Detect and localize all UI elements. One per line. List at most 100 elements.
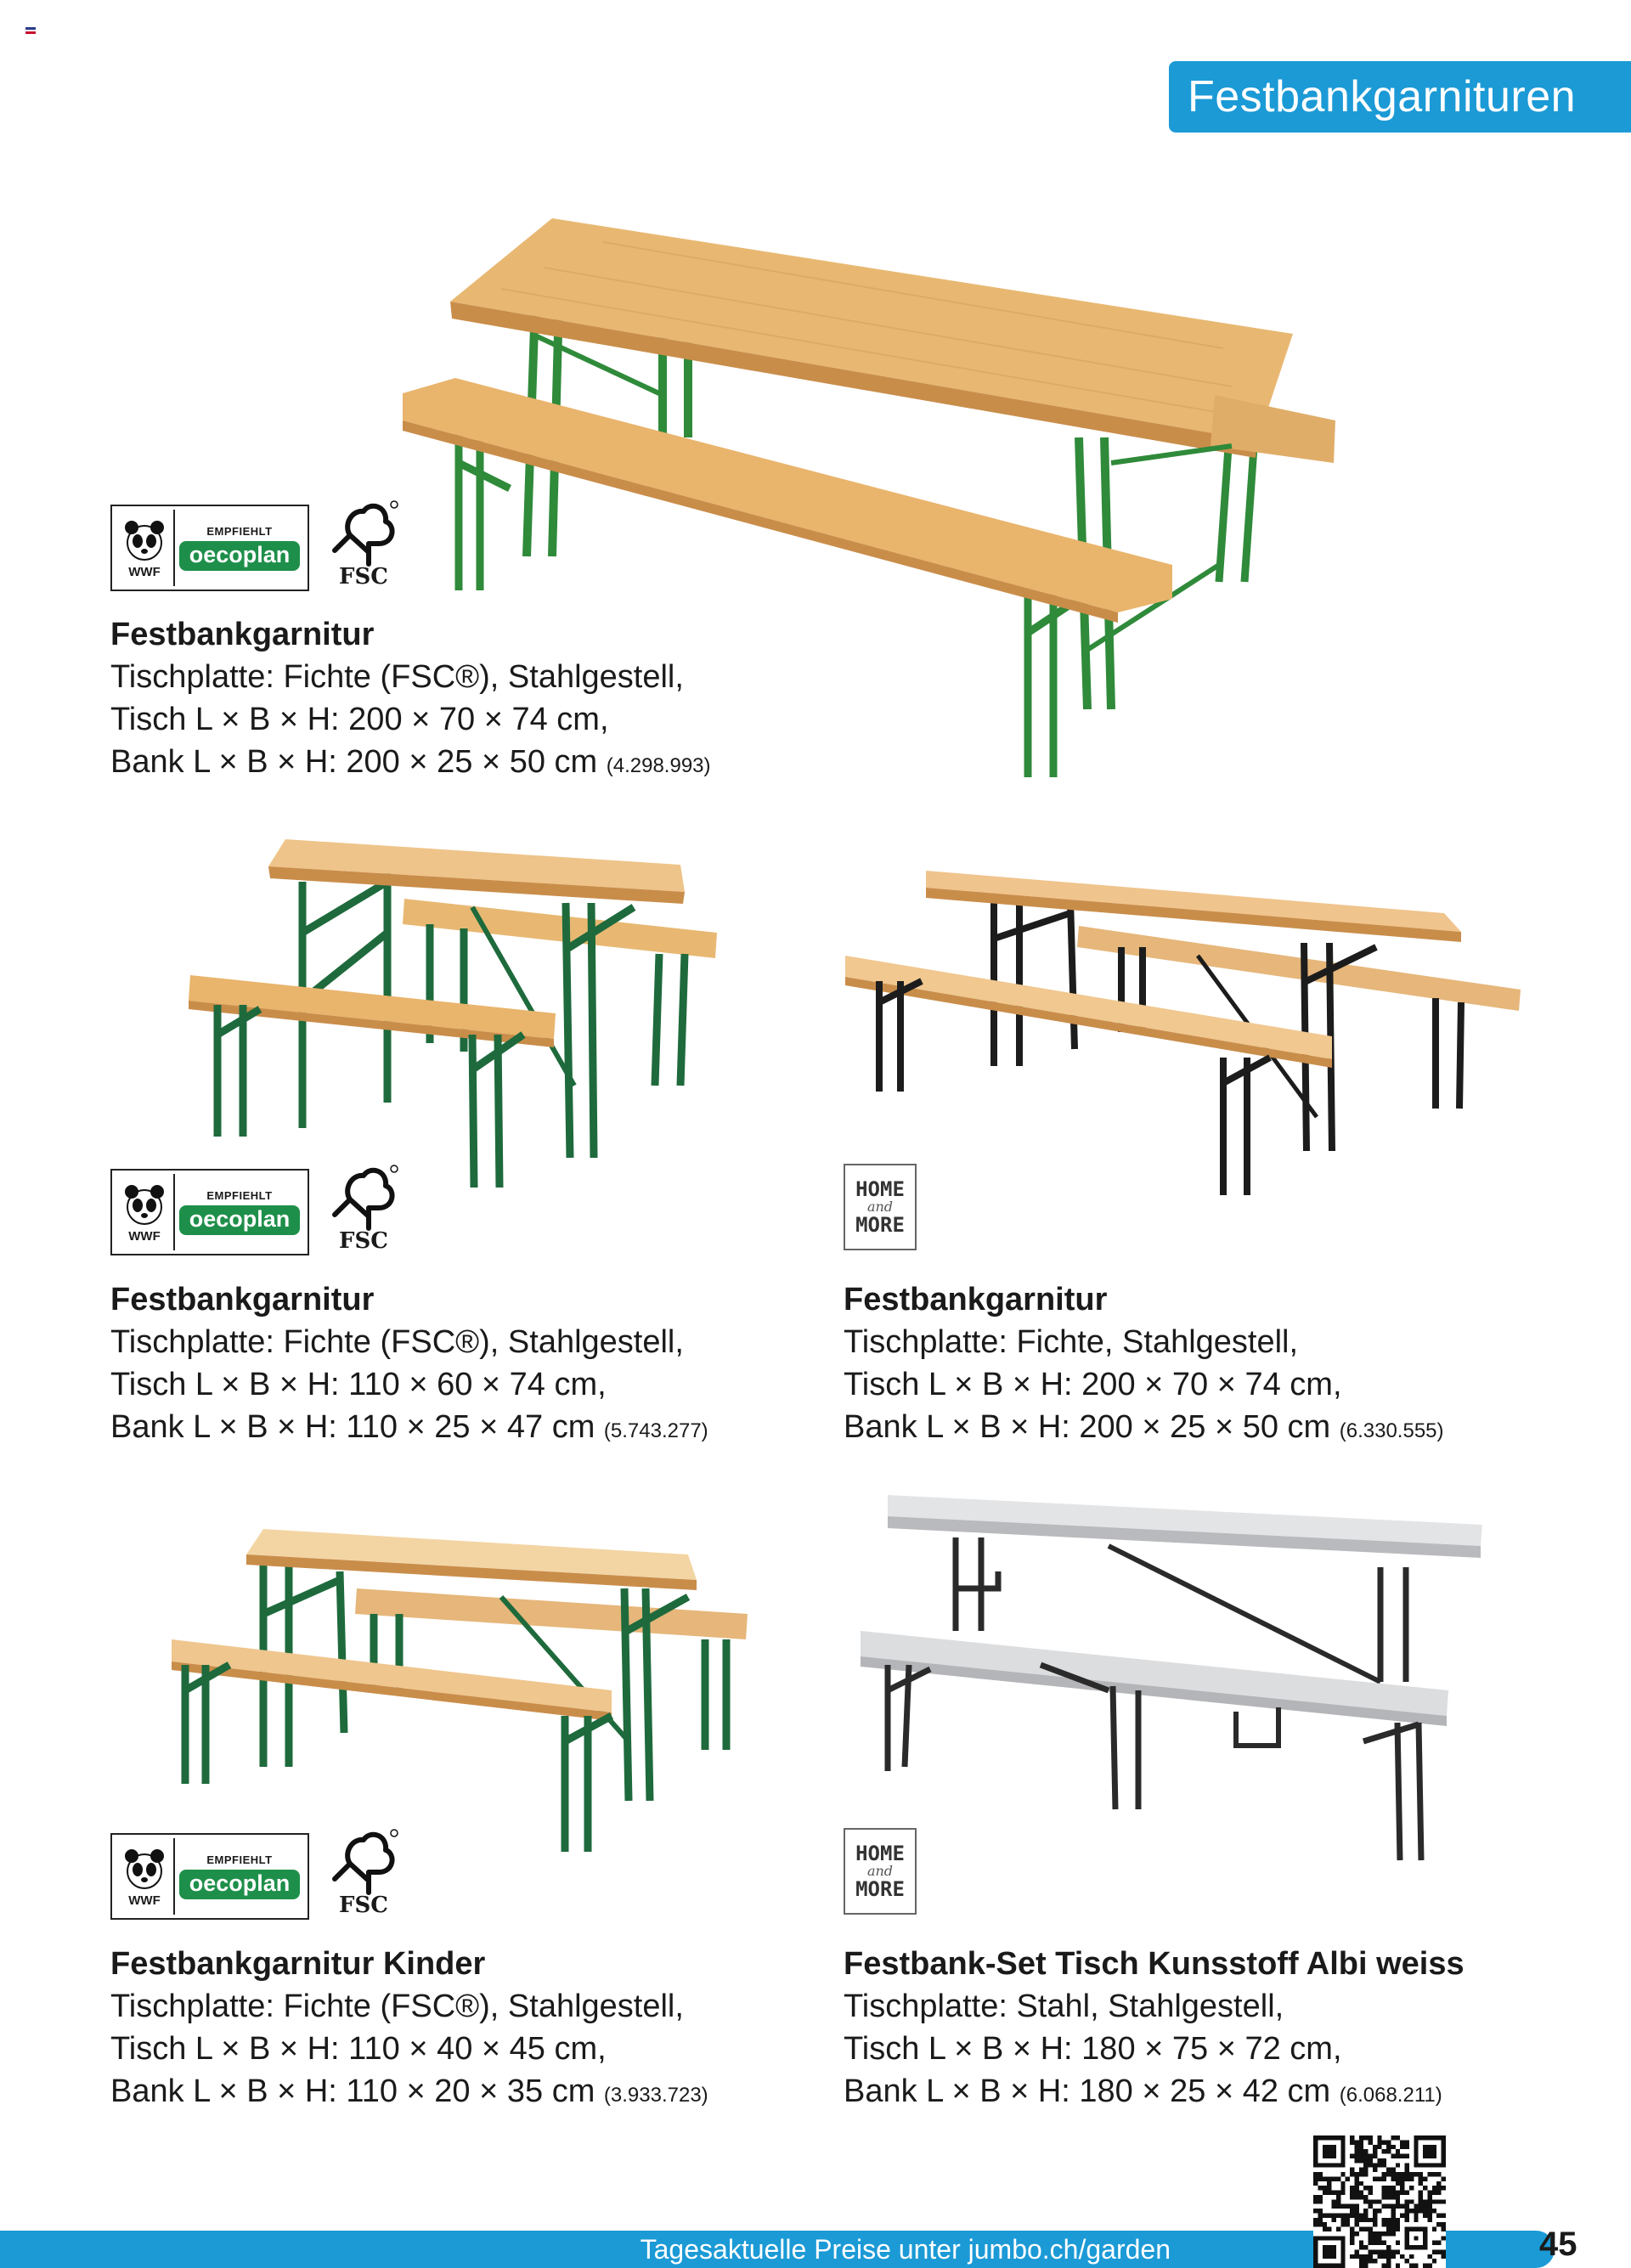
- qr-module: [1354, 2172, 1359, 2177]
- qr-module: [1386, 2226, 1391, 2231]
- qr-module: [1404, 2209, 1409, 2214]
- qr-module: [1354, 2217, 1359, 2223]
- qr-module: [1400, 2190, 1405, 2195]
- product-5-description: Festbank-Set Tisch Kunsstoff Albi weiss …: [844, 1943, 1465, 2117]
- qr-module: [1391, 2186, 1396, 2191]
- qr-module: [1427, 2199, 1432, 2204]
- qr-module: [1345, 2222, 1351, 2227]
- qr-module: [1368, 2190, 1373, 2195]
- qr-module: [1423, 2176, 1428, 2181]
- qr-module: [1423, 2209, 1428, 2214]
- qr-module: [1377, 2249, 1382, 2254]
- qr-module: [1350, 2254, 1355, 2260]
- product-1-bench-text: Bank L × B × H: 200 × 25 × 50 cm: [110, 744, 598, 780]
- qr-module: [1436, 2222, 1442, 2227]
- fsc-tree-icon: [332, 1829, 398, 1895]
- qr-module: [1340, 2217, 1346, 2223]
- qr-module: [1327, 2176, 1332, 2181]
- qr-module: [1354, 2203, 1359, 2209]
- qr-module: [1368, 2226, 1373, 2231]
- qr-module: [1318, 2176, 1323, 2181]
- qr-module: [1363, 2186, 1369, 2191]
- qr-module: [1350, 2213, 1355, 2218]
- qr-module: [1363, 2226, 1369, 2231]
- qr-module: [1431, 2190, 1437, 2195]
- qr-module: [1354, 2144, 1359, 2150]
- qr-module: [1368, 2186, 1373, 2191]
- qr-module: [1340, 2222, 1346, 2227]
- qr-module: [1441, 2176, 1446, 2181]
- fsc-label: FSC: [339, 564, 388, 590]
- qr-module: [1381, 2140, 1387, 2145]
- qr-module: [1386, 2259, 1391, 2264]
- qr-module: [1414, 2217, 1419, 2223]
- qr-module: [1368, 2140, 1373, 2145]
- qr-module: [1340, 2190, 1346, 2195]
- qr-module: [1436, 2249, 1442, 2254]
- qr-module: [1395, 2203, 1401, 2209]
- qr-module: [1327, 2186, 1332, 2191]
- qr-module: [1358, 2190, 1364, 2195]
- qr-module: [1395, 2163, 1401, 2168]
- qr-module: [1391, 2209, 1396, 2214]
- qr-module: [1358, 2140, 1364, 2145]
- qr-module: [1354, 2140, 1359, 2145]
- qr-module: [1368, 2203, 1373, 2209]
- qr-module: [1350, 2135, 1355, 2141]
- qr-module: [1431, 2199, 1437, 2204]
- qr-module: [1427, 2190, 1432, 2195]
- qr-module: [1391, 2254, 1396, 2260]
- qr-module: [1368, 2259, 1373, 2264]
- qr-module: [1381, 2176, 1387, 2181]
- qr-module: [1358, 2153, 1364, 2158]
- section-title: Festbankgarnituren: [1188, 72, 1577, 121]
- qr-module: [1400, 2203, 1405, 2209]
- fsc-logo: FSC: [325, 1828, 403, 1920]
- qr-module: [1391, 2167, 1396, 2173]
- qr-module: [1377, 2199, 1382, 2204]
- qr-module: [1313, 2209, 1318, 2214]
- qr-module: [1395, 2149, 1401, 2154]
- qr-module: [1386, 2217, 1391, 2223]
- product-2-table-dimensions: Tisch L × B × H: 110 × 60 × 74 cm,: [110, 1367, 607, 1402]
- qr-module: [1404, 2203, 1409, 2209]
- qr-module: [1381, 2240, 1387, 2246]
- qr-module: [1427, 2213, 1432, 2218]
- qr-module: [1436, 2186, 1442, 2191]
- qr-code[interactable]: [1313, 2135, 1446, 2268]
- product-4-table-dimensions: Tisch L × B × H: 110 × 40 × 45 cm,: [110, 2031, 607, 2067]
- qr-module: [1372, 2231, 1378, 2237]
- qr-module: [1395, 2217, 1401, 2223]
- wwf-label: WWF: [128, 564, 161, 579]
- qr-module: [1354, 2213, 1359, 2218]
- qr-module: [1322, 2190, 1328, 2195]
- product-4-bench-dimensions: Bank L × B × H: 110 × 20 × 35 cm (3.933.…: [110, 2070, 708, 2117]
- wwf-label: WWF: [128, 1893, 161, 1908]
- qr-module: [1368, 2231, 1373, 2237]
- qr-module: [1418, 2181, 1424, 2186]
- qr-module: [1354, 2249, 1359, 2254]
- product-1-badges: WWF EMPFIEHLT oecoplan FSC: [110, 499, 403, 591]
- qr-module: [1313, 2199, 1318, 2204]
- qr-module: [1408, 2263, 1414, 2268]
- qr-module: [1363, 2135, 1369, 2141]
- qr-module: [1368, 2135, 1373, 2141]
- qr-module: [1427, 2263, 1432, 2268]
- qr-module: [1391, 2176, 1396, 2181]
- qr-module: [1350, 2186, 1355, 2191]
- footer-price-link[interactable]: Tagesaktuelle Preise unter jumbo.ch/gard…: [640, 2234, 1171, 2265]
- qr-module: [1335, 2226, 1341, 2231]
- qr-module: [1381, 2186, 1387, 2191]
- qr-module: [1408, 2254, 1414, 2260]
- oecoplan-label: oecoplan: [178, 1205, 301, 1235]
- qr-module: [1381, 2203, 1387, 2209]
- qr-module: [1363, 2153, 1369, 2158]
- product-4-description: Festbankgarnitur Kinder Tischplatte: Fic…: [110, 1943, 708, 2117]
- qr-module: [1408, 2186, 1414, 2191]
- wwf-panda-icon: WWF: [116, 510, 175, 586]
- qr-module: [1327, 2181, 1332, 2186]
- qr-module: [1318, 2199, 1323, 2204]
- qr-module: [1350, 2209, 1355, 2214]
- qr-module: [1372, 2176, 1378, 2181]
- product-1-article-number: (4.298.993): [606, 754, 711, 777]
